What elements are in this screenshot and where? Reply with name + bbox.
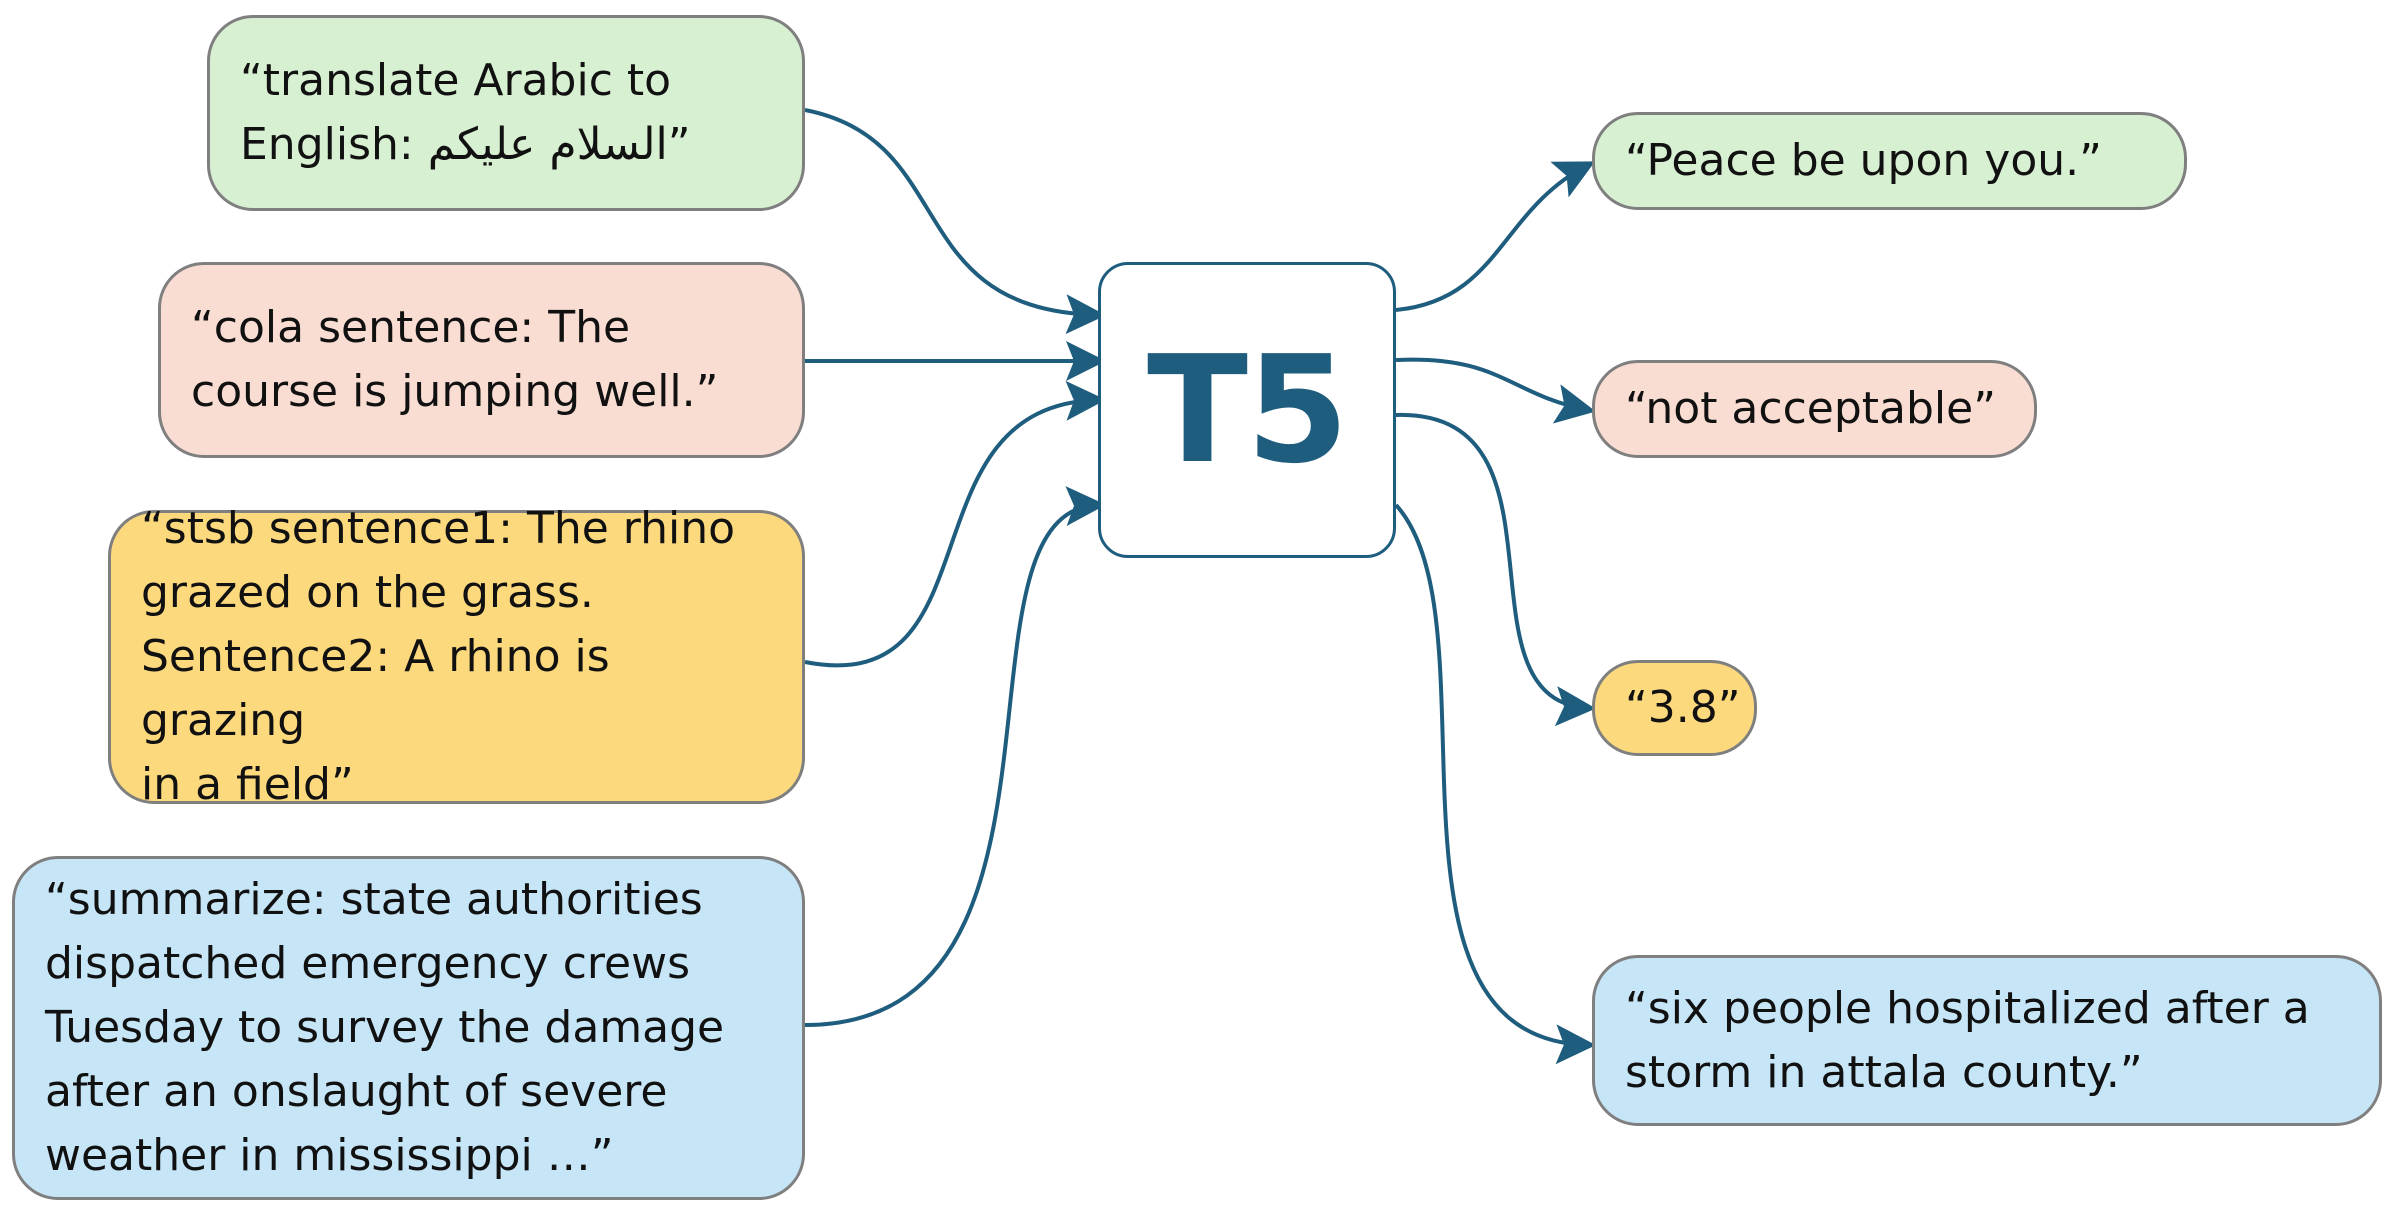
input-translate-text: “translate Arabic to English: السلام علي… bbox=[240, 55, 691, 170]
arrow-translate-input bbox=[804, 108, 1106, 335]
arrow-stsb-output bbox=[1395, 412, 1596, 727]
arrow-cola-output bbox=[1395, 357, 1596, 424]
t5-model-label: T5 bbox=[1147, 324, 1349, 496]
t5-model-box: T5 bbox=[1098, 262, 1396, 558]
output-stsb-text: “3.8” bbox=[1625, 682, 1741, 733]
output-summarize-text: “six people hospitalized after a storm i… bbox=[1625, 982, 2310, 1098]
input-summarize-text: “summarize: state authorities dispatched… bbox=[45, 874, 725, 1181]
output-cola-box: “not acceptable” bbox=[1592, 360, 2037, 458]
output-cola-text: “not acceptable” bbox=[1625, 383, 1997, 434]
input-stsb-box: “stsb sentence1: The rhino grazed on the… bbox=[108, 503, 805, 810]
arrow-translate-output bbox=[1395, 161, 1596, 312]
output-translate-box: “Peace be upon you.” bbox=[1592, 112, 2187, 210]
arrow-summarize-input bbox=[804, 486, 1106, 1027]
arrow-summarize-output bbox=[1394, 503, 1596, 1065]
input-cola-text: “cola sentence: The course is jumping we… bbox=[191, 302, 719, 417]
input-stsb-text: “stsb sentence1: The rhino grazed on the… bbox=[141, 503, 736, 810]
output-summarize-box: “six people hospitalized after a storm i… bbox=[1592, 955, 2382, 1126]
output-stsb-box: “3.8” bbox=[1592, 660, 1757, 756]
arrow-stsb-input bbox=[804, 380, 1106, 668]
input-translate-box: “translate Arabic to English: السلام علي… bbox=[207, 15, 805, 211]
input-summarize-box: “summarize: state authorities dispatched… bbox=[12, 856, 805, 1200]
output-translate-text: “Peace be upon you.” bbox=[1625, 135, 2102, 186]
input-cola-box: “cola sentence: The course is jumping we… bbox=[158, 262, 805, 458]
